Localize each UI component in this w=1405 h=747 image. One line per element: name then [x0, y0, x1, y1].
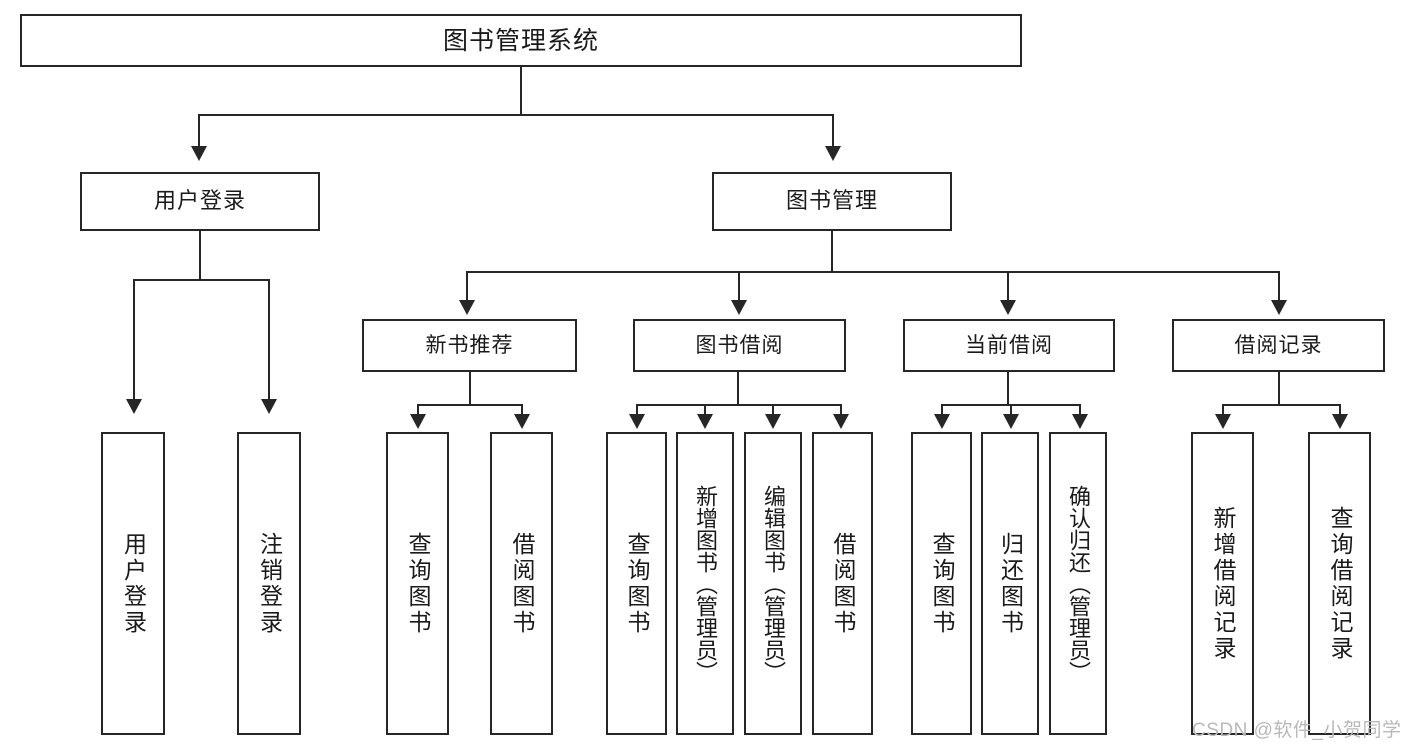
- connector-current-borrow-drop-2: [1010, 404, 1013, 416]
- arrowhead-leaf-return-book: [1003, 414, 1019, 429]
- connector-new-book-stem: [469, 372, 472, 406]
- leaf-borrow-book-borrow[interactable]: 借阅图书: [812, 432, 873, 735]
- connector-book-borrow-drop-4: [840, 404, 843, 416]
- connector-book-manage-stem: [831, 231, 834, 273]
- leaf-user-login[interactable]: 用户登录: [101, 432, 165, 735]
- connector-drop-new-book: [466, 271, 469, 302]
- leaf-query-book-borrow[interactable]: 查询图书: [606, 432, 667, 735]
- arrowhead-leaf-query-book-b: [629, 414, 645, 429]
- node-borrow-record[interactable]: 借阅记录: [1172, 319, 1385, 372]
- connector-current-borrow-stem: [1007, 372, 1010, 406]
- connector-level2-bus: [466, 271, 1280, 274]
- arrowhead-leaf-query-book-c: [934, 414, 950, 429]
- leaf-return-book[interactable]: 归还图书: [981, 432, 1039, 735]
- connector-drop-book-borrow: [738, 271, 741, 302]
- leaf-borrow-book-recommend[interactable]: 借阅图书: [490, 432, 553, 735]
- connector-user-login-drop-2: [268, 279, 271, 401]
- node-new-book-recommend[interactable]: 新书推荐: [362, 319, 577, 372]
- arrowhead-leaf-confirm-return: [1072, 414, 1088, 429]
- connector-book-borrow-drop-3: [772, 404, 775, 416]
- connector-user-login-drop-1: [133, 279, 136, 401]
- arrowhead-leaf-query-record: [1332, 414, 1348, 429]
- arrowhead-borrow-record: [1271, 300, 1287, 315]
- connector-book-borrow-drop-2: [704, 404, 707, 416]
- leaf-add-borrow-record[interactable]: 新增借阅记录: [1191, 432, 1254, 735]
- arrowhead-leaf-edit-book: [765, 414, 781, 429]
- connector-drop-borrow-record: [1278, 271, 1281, 302]
- connector-root-to-book-manage: [832, 114, 835, 148]
- arrowhead-new-book-recommend: [459, 300, 475, 315]
- leaf-edit-book-admin[interactable]: 编辑图书（管理员）: [744, 432, 802, 735]
- connector-new-book-drop-2: [521, 404, 524, 416]
- node-root-system[interactable]: 图书管理系统: [20, 14, 1022, 67]
- node-book-manage[interactable]: 图书管理: [712, 172, 952, 231]
- leaf-query-book-current[interactable]: 查询图书: [911, 432, 972, 735]
- node-book-borrow[interactable]: 图书借阅: [633, 319, 846, 372]
- arrowhead-book-manage: [825, 146, 841, 161]
- connector-borrow-record-stem: [1278, 372, 1281, 406]
- connector-drop-current-borrow: [1007, 271, 1010, 302]
- connector-book-borrow-bus: [636, 404, 841, 407]
- leaf-query-borrow-record[interactable]: 查询借阅记录: [1308, 432, 1371, 735]
- connector-book-borrow-drop-1: [636, 404, 639, 416]
- node-user-login[interactable]: 用户登录: [80, 172, 320, 231]
- arrowhead-current-borrow: [1000, 300, 1016, 315]
- leaf-confirm-return-admin[interactable]: 确认归还（管理员）: [1049, 432, 1107, 735]
- connector-borrow-record-bus: [1222, 404, 1340, 407]
- connector-user-login-bus: [133, 279, 270, 282]
- connector-root-stem: [520, 67, 523, 115]
- arrowhead-leaf-logout: [261, 399, 277, 414]
- arrowhead-leaf-add-book: [697, 414, 713, 429]
- connector-root-bus: [198, 114, 834, 117]
- connector-user-login-stem: [199, 231, 202, 281]
- arrowhead-user-login: [191, 146, 207, 161]
- arrowhead-leaf-borrow-book-b: [833, 414, 849, 429]
- connector-current-borrow-drop-3: [1079, 404, 1082, 416]
- leaf-logout[interactable]: 注销登录: [237, 432, 301, 735]
- connector-current-borrow-drop-1: [941, 404, 944, 416]
- connector-borrow-record-drop-2: [1339, 404, 1342, 416]
- connector-new-book-drop-1: [417, 404, 420, 416]
- arrowhead-leaf-query-book-a: [410, 414, 426, 429]
- connector-book-borrow-stem: [737, 372, 740, 406]
- arrowhead-book-borrow: [731, 300, 747, 315]
- connector-borrow-record-drop-1: [1222, 404, 1225, 416]
- arrowhead-leaf-user-login: [126, 399, 142, 414]
- arrowhead-leaf-add-record: [1215, 414, 1231, 429]
- leaf-query-book-recommend[interactable]: 查询图书: [386, 432, 449, 735]
- connector-root-to-user-login: [198, 114, 201, 148]
- connector-new-book-bus: [417, 404, 522, 407]
- arrowhead-leaf-borrow-book-a: [514, 414, 530, 429]
- leaf-add-book-admin[interactable]: 新增图书（管理员）: [676, 432, 734, 735]
- node-current-borrow[interactable]: 当前借阅: [903, 319, 1115, 372]
